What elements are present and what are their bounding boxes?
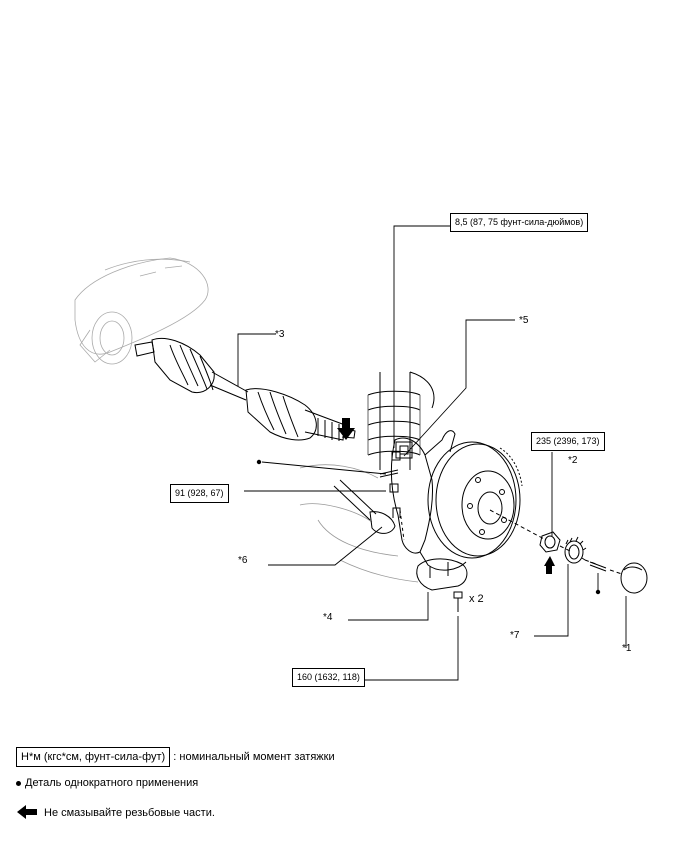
torque-spec-tie-rod-nut: 91 (928, 67) xyxy=(170,484,229,503)
cotter-pin xyxy=(589,561,607,572)
callout-2: *2 xyxy=(568,455,578,466)
legend-no-lubricate: Не смазывайте резьбовые части. xyxy=(44,806,215,820)
strut-spring xyxy=(367,371,435,470)
legend-no-lubricate-text: Не смазывайте резьбовые части. xyxy=(44,807,215,819)
non-reusable-dot-1 xyxy=(256,459,262,465)
legend-torque-unit: Н*м (кгс*см, фунт-сила-фут) xyxy=(16,747,171,767)
axle-nut xyxy=(539,531,561,553)
grease-cap xyxy=(620,562,648,594)
sensor-bracket xyxy=(395,441,413,459)
axis-line xyxy=(489,509,623,575)
axis-line-bolt xyxy=(399,509,405,541)
callout-6: *6 xyxy=(238,555,248,566)
legend-torque: Н*м (кгс*см, фунт-сила-фут) : номинальны… xyxy=(16,747,335,767)
drive-shaft xyxy=(134,337,356,441)
lower-ball-joint xyxy=(416,558,468,591)
callout-5: *5 xyxy=(519,315,529,326)
callout-4: *4 xyxy=(323,612,333,623)
bolt-quantity: x 2 xyxy=(469,593,484,605)
no-lubricate-arrow-shaft xyxy=(337,418,355,440)
torque-spec-ball-joint-bolts: 160 (1632, 118) xyxy=(292,668,365,687)
callout-3: *3 xyxy=(275,329,285,340)
transaxle-housing xyxy=(74,257,209,365)
nut-lock-cap xyxy=(564,536,587,564)
non-reusable-dot-2 xyxy=(595,589,601,595)
sensor-bolt xyxy=(391,451,401,461)
no-lubricate-arrow-nut xyxy=(544,556,555,574)
bullet-icon xyxy=(16,780,21,786)
callout-7: *7 xyxy=(510,630,520,641)
ball-joint-bolt xyxy=(453,591,463,612)
tie-rod-nut xyxy=(389,483,399,493)
brake-disc xyxy=(427,441,523,559)
legend-torque-desc: : номинальный момент затяжки xyxy=(173,751,335,763)
legend-arrow-icon xyxy=(17,805,37,819)
callout-1: *1 xyxy=(622,643,632,654)
leader-lines xyxy=(237,225,627,681)
lower-arm xyxy=(299,464,419,583)
legend-non-reusable-text: Деталь однократного применения xyxy=(25,777,199,789)
torque-spec-axle-nut: 235 (2396, 173) xyxy=(531,432,605,451)
torque-spec-sensor-bolt: 8,5 (87, 75 фунт-сила-дюймов) xyxy=(450,213,589,232)
legend-non-reusable: Деталь однократного применения xyxy=(16,776,198,790)
